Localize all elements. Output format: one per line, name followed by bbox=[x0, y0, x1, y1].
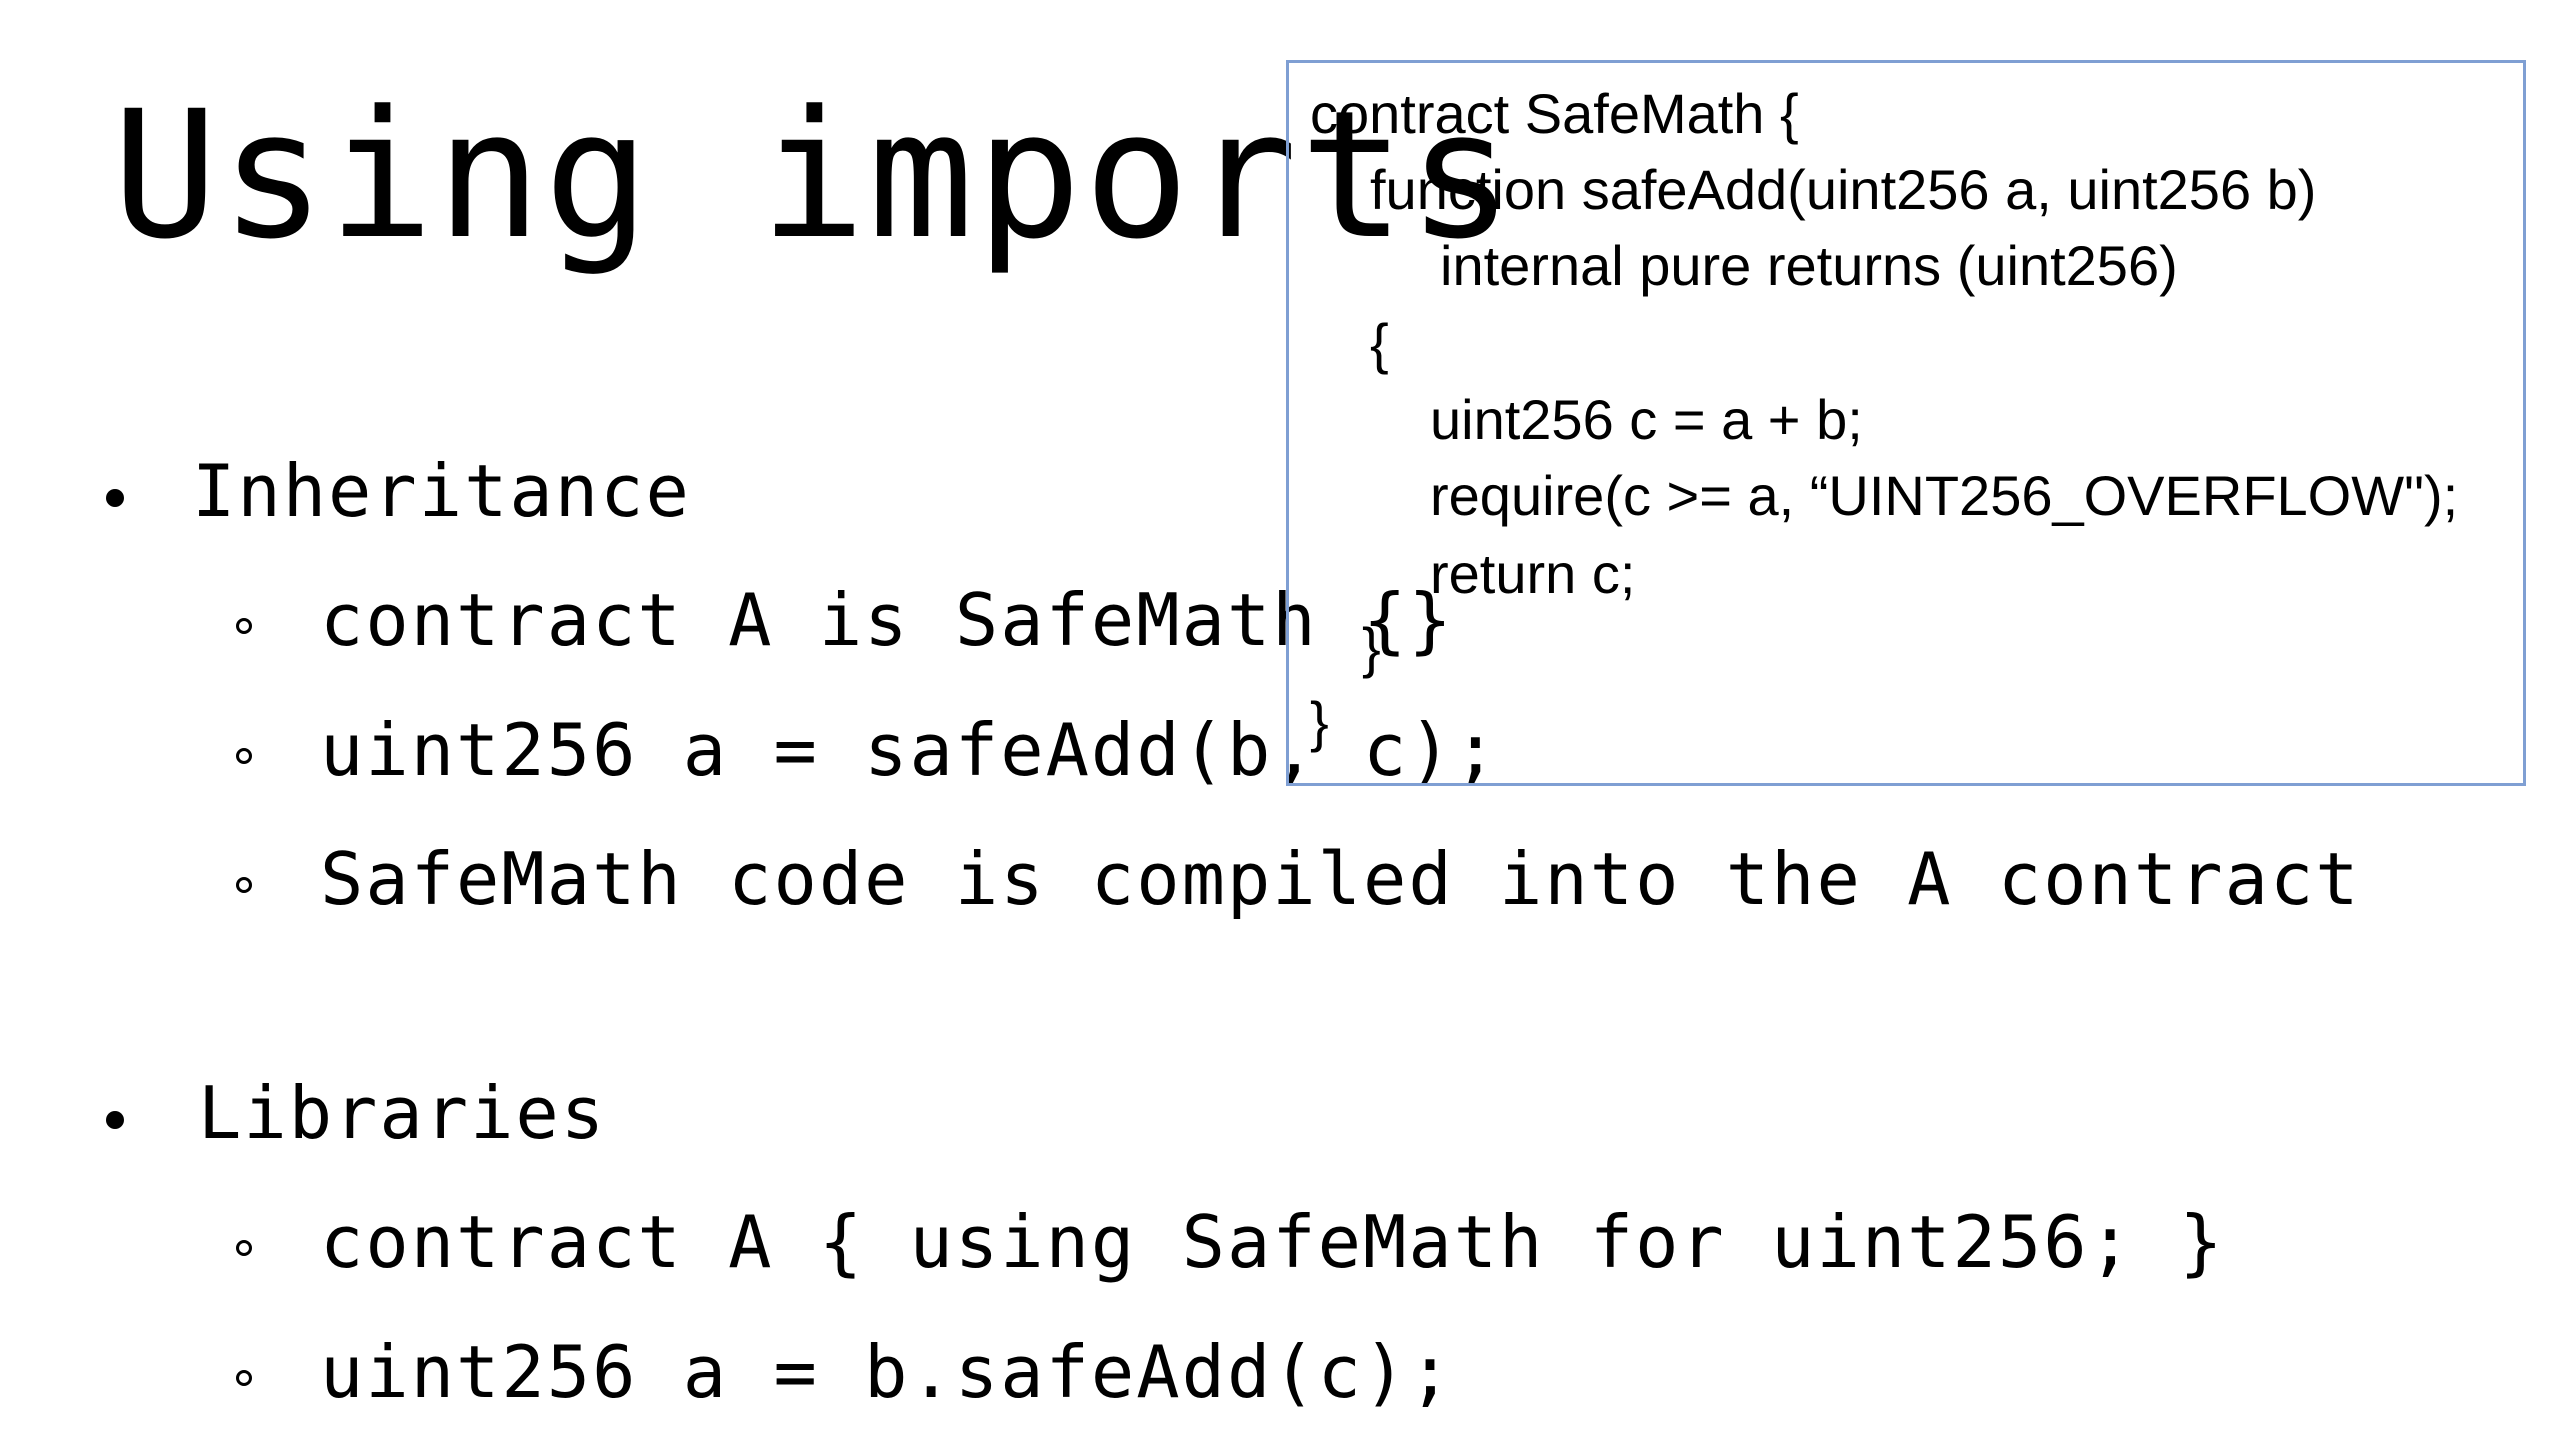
code-snippet-box bbox=[1286, 60, 2526, 786]
inheritance-item: SafeMath code is compiled into the A con… bbox=[320, 837, 2361, 921]
code-line: internal pure returns (uint256) bbox=[1440, 234, 2178, 297]
bullet-marker bbox=[106, 489, 124, 507]
code-line: { bbox=[1370, 312, 1389, 375]
sub-bullet-marker bbox=[236, 1240, 252, 1256]
slide-title: Using imports bbox=[112, 73, 1516, 278]
code-line: contract SafeMath { bbox=[1310, 82, 1799, 145]
code-line: require(c >= a, “UINT256_OVERFLOW"); bbox=[1430, 464, 2459, 527]
sub-bullet-marker bbox=[236, 748, 252, 764]
sub-bullet-marker bbox=[236, 618, 252, 634]
inheritance-item: uint256 a = safeAdd(b, c); bbox=[320, 708, 1500, 792]
code-line: return c; bbox=[1430, 542, 1636, 605]
bullet-marker bbox=[106, 1111, 124, 1129]
code-line: uint256 c = a + b; bbox=[1430, 388, 1863, 451]
sub-bullet-marker bbox=[236, 877, 252, 893]
section-heading-libraries: Libraries bbox=[198, 1071, 607, 1155]
libraries-item: contract A { using SafeMath for uint256;… bbox=[320, 1200, 2225, 1284]
code-line: } bbox=[1362, 616, 1381, 679]
code-line: } bbox=[1310, 690, 1329, 753]
code-line: function safeAdd(uint256 a, uint256 b) bbox=[1370, 158, 2317, 221]
sub-bullet-marker bbox=[236, 1370, 252, 1386]
inheritance-item: contract A is SafeMath {} bbox=[320, 578, 1454, 662]
libraries-item: uint256 a = b.safeAdd(c); bbox=[320, 1330, 1454, 1414]
section-heading-inheritance: Inheritance bbox=[192, 449, 691, 533]
